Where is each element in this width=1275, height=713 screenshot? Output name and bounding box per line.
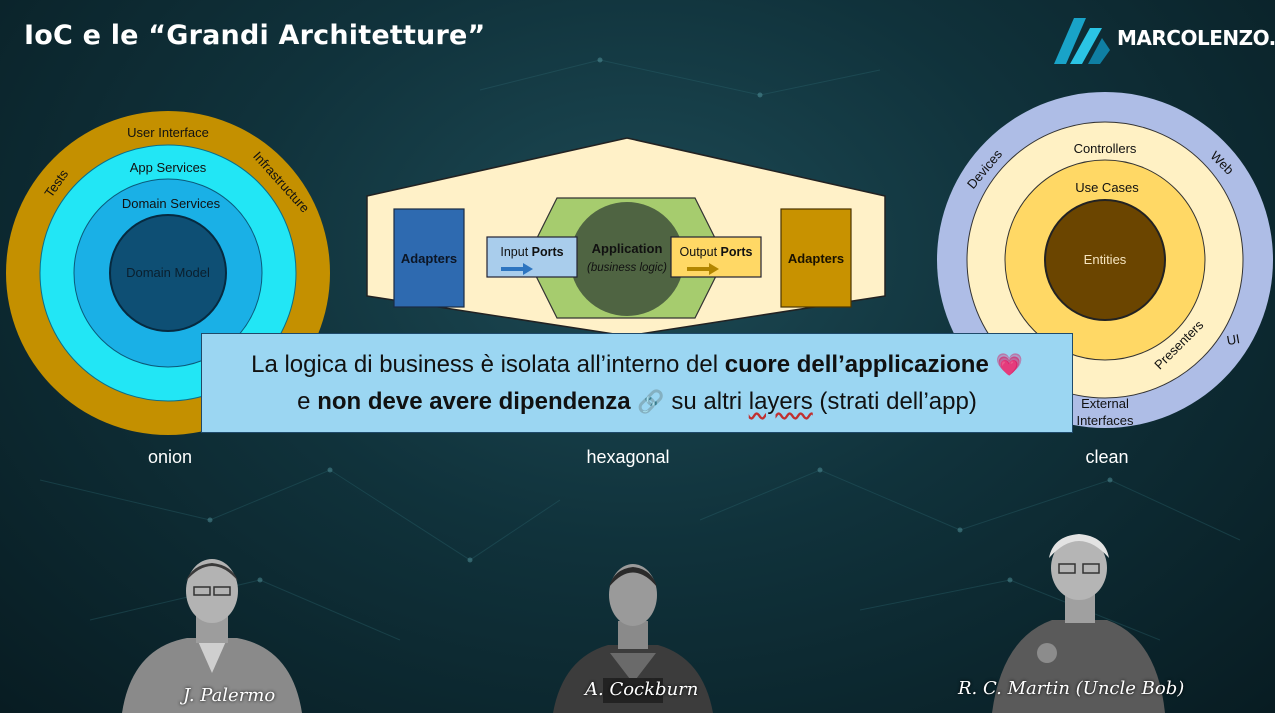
clean-label-use-cases: Use Cases (1075, 180, 1139, 195)
link-icon: 🔗 (637, 390, 665, 415)
callout-line1-bold: cuore dell’applicazione (724, 351, 989, 378)
callout-line-2: e non deve avere dipendenza 🔗 su altri l… (202, 384, 1072, 421)
person-martin-portrait (992, 534, 1165, 713)
output-ports-prefix: Output (680, 245, 721, 259)
onion-label-user-interface: User Interface (127, 125, 209, 140)
adapter-right-label: Adapters (788, 251, 844, 266)
application-core (570, 202, 684, 316)
clean-label-external-line1: External (1081, 396, 1129, 411)
input-arrow-icon (501, 263, 533, 275)
output-ports-bold: Ports (721, 245, 753, 259)
callout-line2-underlined: layers (748, 388, 813, 415)
brand-logo[interactable]: MARCOLENZO.IT (1052, 10, 1275, 70)
brand-logo-text: MARCOLENZO.IT (1117, 26, 1275, 50)
clean-label-controllers: Controllers (1074, 141, 1137, 156)
callout-line1-text: La logica di business è isolata all’inte… (251, 351, 725, 378)
person-name-martin: R. C. Martin (Uncle Bob) (958, 678, 1185, 699)
callout-line2-end: (strati dell’app) (812, 388, 977, 415)
person-cockburn-portrait (553, 564, 713, 713)
onion-label-domain-services: Domain Services (122, 196, 221, 211)
callout-line2-start: e (297, 388, 318, 415)
clean-label-external-line2: Interfaces (1076, 413, 1134, 428)
onion-label-domain-model: Domain Model (126, 265, 210, 280)
clean-label-ui: UI (1226, 331, 1241, 348)
heart-icon: 💗 (995, 353, 1023, 378)
output-arrow-icon (687, 263, 719, 275)
svg-text:Input Ports: Input Ports (500, 245, 563, 259)
svg-text:Output Ports: Output Ports (680, 245, 753, 259)
application-subtitle: (business logic) (587, 262, 667, 274)
input-ports-prefix: Input (500, 245, 531, 259)
slide-title: IoC e le “Grandi Architetture” (24, 20, 486, 51)
hexagonal-diagram: Adapters Adapters Input Ports Output Por… (366, 137, 886, 336)
adapter-left-label: Adapters (401, 251, 457, 266)
person-name-palermo: J. Palermo (183, 685, 276, 706)
clean-core-entities (1044, 199, 1166, 321)
application-title: Application (592, 241, 663, 256)
onion-caption: onion (147, 447, 193, 467)
adapter-right-box (780, 208, 852, 308)
callout-line2-middle: su altri (664, 388, 749, 415)
callout-line2-bold: non deve avere dipendenza (317, 388, 631, 415)
adapter-left-box (393, 208, 465, 308)
hexagonal-caption: hexagonal (586, 447, 670, 467)
callout-box: La logica di business è isolata all’inte… (201, 333, 1073, 433)
brand-logo-icon (1054, 18, 1110, 64)
input-ports-bold: Ports (532, 245, 564, 259)
clean-caption: clean (1085, 447, 1129, 467)
onion-label-app-services: App Services (130, 160, 207, 175)
person-palermo-portrait (122, 559, 302, 713)
person-name-cockburn: A. Cockburn (585, 679, 699, 700)
clean-label-entities: Entities (1084, 252, 1127, 267)
onion-core-domain-model (109, 214, 227, 332)
callout-line-1: La logica di business è isolata all’inte… (202, 347, 1072, 384)
